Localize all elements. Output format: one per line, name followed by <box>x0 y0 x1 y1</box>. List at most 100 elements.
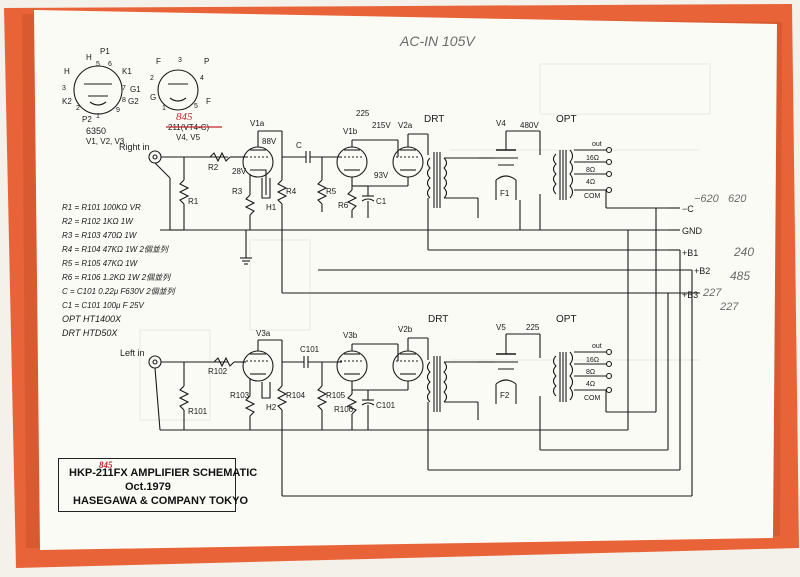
schematic-label-taps-0: out <box>592 141 602 148</box>
schematic-label-channels-left-transformers-0: DRT <box>428 314 448 325</box>
r5 <box>316 179 328 205</box>
schematic-label-channels-right-volts-2: 215V <box>372 121 391 130</box>
h1-heater <box>261 178 271 199</box>
schematic-label-channels-right-caps-1: C1 <box>376 197 387 206</box>
schematic-label-channels-left-caps-1: C101 <box>376 401 396 410</box>
note-minus-c: −620 <box>694 193 720 205</box>
note-b1: 240 <box>733 245 754 259</box>
h2-heater <box>261 382 271 399</box>
schematic-label-channels-right-resistors-2: R3 <box>232 187 243 196</box>
drt-right-secondary <box>443 157 448 199</box>
schematic-label-tube_pinout-tube1_pins-7: 7 <box>122 85 126 92</box>
r1-volume <box>178 179 190 205</box>
schematic-label-channels-left-heaters-0: H2 <box>266 403 277 412</box>
schematic-label-rails-gnd: GND <box>682 226 703 236</box>
schematic-label-parts_list-4: R5 = R105 47KΩ 1W <box>62 259 139 268</box>
drt-right-primary <box>426 157 431 199</box>
schematic-label-parts_list-6: C = C101 0.22μ F630V 2個並列 <box>62 287 177 296</box>
schematic-label-taps-1: 16Ω <box>586 155 599 162</box>
schematic-label-tube_pinout-tube2_pins-4: 4 <box>200 75 204 82</box>
schematic-label-channels-left-tubes-3: V5 <box>496 323 506 332</box>
schematic-label-channels-left-resistors-5: R106 <box>334 405 354 414</box>
schematic-label-tube_pinout-tube2_pins-5: G <box>150 93 156 102</box>
schematic-label-channels-left-transformers-1: OPT <box>556 314 577 325</box>
schematic-label-channels-right-resistors-3: R4 <box>286 187 297 196</box>
r6 <box>346 189 358 211</box>
schematic-label-tube_pinout-tube2_use: V4, V5 <box>176 133 201 142</box>
schematic-label-tube_pinout-tube2_pins-6: 1 <box>162 105 166 112</box>
schematic-label-taps-2: 8Ω <box>586 167 595 174</box>
schematic-label-channels-left-tubes-1: V3b <box>343 331 358 340</box>
schematic-label-tube_pinout-tube1_use: V1, V2, V3 <box>86 137 125 146</box>
schematic-label-channels-left-resistors-1: R102 <box>208 367 228 376</box>
schematic-label-tube_pinout-tube1_pins-6: 3 <box>62 85 66 92</box>
schematic-label-transformer_list-0: OPT HT1400X <box>62 314 122 324</box>
tube2-pinout-symbol <box>157 69 199 111</box>
schematic-label-tube_pinout-tube1_pins-15: P2 <box>82 115 92 124</box>
schematic-label-channels-right-volts-0: 88V <box>262 137 277 146</box>
parts-list: R1 = R101 100KΩ VR R2 = R102 1KΩ 1W R3 =… <box>62 203 177 338</box>
r102 <box>213 356 235 368</box>
show-through-ghost <box>139 63 711 421</box>
schematic-label-channels-left-caps-0: C101 <box>300 345 320 354</box>
drt-left-primary <box>426 361 431 403</box>
schematic-label-channels-left-resistors-3: R104 <box>286 391 306 400</box>
red-845-correction: 845 <box>176 111 193 123</box>
schematic-label-tube_pinout-tube1_pins-4: 6 <box>108 61 112 68</box>
schematic-label-tube_pinout-tube1_pins-11: 2 <box>76 105 80 112</box>
schematic-label-channels-right-resistors-1: R2 <box>208 163 219 172</box>
schematic-label-channels-right-volts-3: 480V <box>520 121 539 130</box>
f1-filament <box>495 175 517 181</box>
schematic-label-tube_pinout-tube1_pins-0: H <box>86 53 92 62</box>
schematic-label-tube_pinout-tube1_pins-10: K2 <box>62 97 72 106</box>
schematic-label-tube_pinout-tube1_pins-3: 5 <box>96 61 100 68</box>
schematic-label-channels-right-resistors-0: R1 <box>188 197 199 206</box>
r105 <box>316 385 328 411</box>
note-b3: 227 <box>719 301 739 313</box>
pencil-notes: AC-IN 105V −620 620 240 485 227 227 <box>399 33 754 313</box>
schematic-label-tube_pinout-tube2_pins-7: 5 <box>194 103 198 110</box>
opt-right-secondary <box>569 149 574 199</box>
schematic-label-channels-right-tubes-0: V1a <box>250 119 265 128</box>
schematic-label-parts_list-5: R6 = R106 1.2KΩ 1W 2個並列 <box>62 273 172 282</box>
wiring <box>73 65 700 497</box>
schematic-label-tube_pinout-tube1_pins-1: P1 <box>100 47 110 56</box>
schematic-label-channels-left-resistors-0: R101 <box>188 407 208 416</box>
schematic-label-channels-left-tubes-0: V3a <box>256 329 271 338</box>
schematic-label-channels-right-filament: F1 <box>500 189 510 198</box>
schematic-label-taps-1: 16Ω <box>586 357 599 364</box>
schematic-label-tube_pinout-tube1_pins-8: G1 <box>130 85 141 94</box>
schematic-label-tube_pinout-tube2_pins-3: 2 <box>150 75 154 82</box>
schematic-label-channels-right-transformers-0: DRT <box>424 114 444 125</box>
schematic-label-tube_pinout-tube1_pins-13: 9 <box>116 107 120 114</box>
schematic-label-channels-right-volts-1: 225 <box>356 109 370 118</box>
r4 <box>276 179 288 205</box>
schematic-label-channels-right-tubes-1: V1b <box>343 127 358 136</box>
opt-left-secondary <box>569 351 574 401</box>
schematic-label-taps-3: 4Ω <box>586 381 595 388</box>
schematic-label-channels-left-volts-0: 225 <box>526 323 540 332</box>
schematic-label-parts_list-7: C1 = C101 100μ F 25V <box>62 301 145 310</box>
schematic-label-channels-right-resistors-4: R5 <box>326 187 337 196</box>
r104 <box>276 385 288 411</box>
opt-left-primary <box>552 355 557 397</box>
schematic-label-channels-left-resistors-4: R105 <box>326 391 346 400</box>
schematic-label-channels-right-volts-4: 28V <box>232 167 247 176</box>
schematic-label-tube_pinout-tube1_pins-12: 1 <box>96 113 100 120</box>
schematic-label-transformer_list-1: DRT HTD50X <box>62 328 118 338</box>
r2 <box>209 151 231 163</box>
schematic-label-parts_list-2: R3 = R103 470Ω 1W <box>62 231 138 240</box>
schematic-label-tube_pinout-tube2_pins-2: P <box>204 57 209 66</box>
schematic-label-channels-right-transformers-1: OPT <box>556 114 577 125</box>
title-text: HKP-211FX AMPLIFIER SCHEMATIC <box>69 467 258 479</box>
company-text: HASEGAWA & COMPANY TOKYO <box>73 495 249 507</box>
paper-sheet <box>34 10 777 550</box>
opt-right-primary <box>552 153 557 195</box>
schematic-label-channels-right-resistors-5: R6 <box>338 201 349 210</box>
schematic-label-channels-right-volts-5: 93V <box>374 171 389 180</box>
tube1-pinout-symbol <box>73 65 123 115</box>
schematic-label-channels-right-caps-0: C <box>296 141 302 150</box>
schematic-label-tube_pinout-tube2_pins-1: 3 <box>178 57 182 64</box>
